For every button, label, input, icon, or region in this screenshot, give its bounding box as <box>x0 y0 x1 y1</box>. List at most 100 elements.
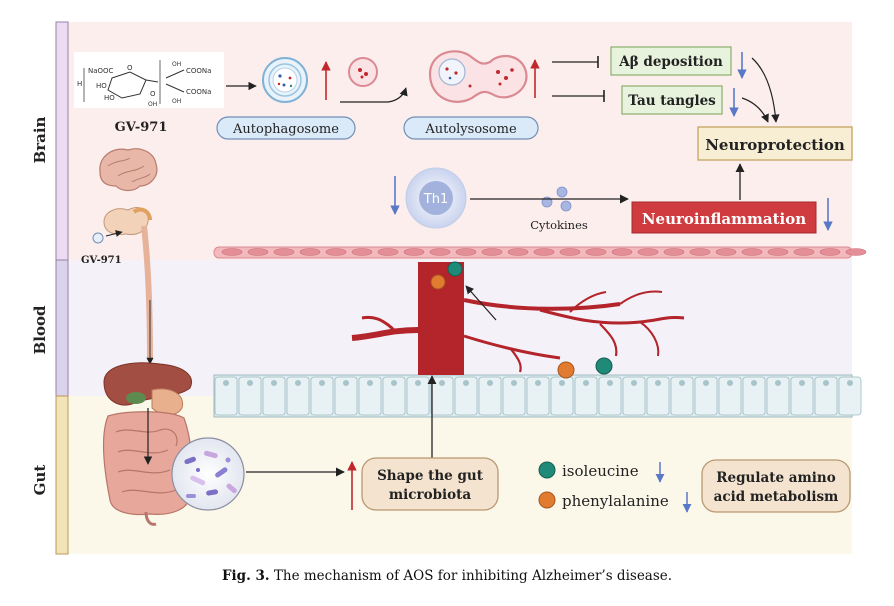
phenylalanine-label: phenylalanine <box>562 492 669 510</box>
isoleucine-dot-blood <box>595 357 613 375</box>
brain-bar <box>55 21 69 261</box>
autolysosome-label: Autolysosome <box>424 122 517 137</box>
isoleucine-dot-vessel <box>447 261 463 277</box>
arrow-pill-to-mouth <box>105 230 123 237</box>
svg-text:HO: HO <box>96 82 107 90</box>
bbb-cell <box>455 248 477 256</box>
bbb-cell <box>559 248 581 256</box>
isoleucine-label: isoleucine <box>562 462 639 480</box>
epithelial-cell <box>310 376 334 416</box>
bbb-cell <box>403 248 425 256</box>
bbb-cell <box>325 248 347 256</box>
epithelial-cell <box>670 376 694 416</box>
epithelial-nucleus <box>295 380 301 386</box>
gv971-structure: H NaOOC O HO HO O OH OH OH COONa COONa <box>74 52 224 108</box>
mouth-illustration <box>103 207 152 235</box>
tau-box <box>621 85 723 115</box>
bbb-cell <box>247 248 269 256</box>
bbb-cell <box>689 248 711 256</box>
epithelial-cell <box>574 376 598 416</box>
epithelial-nucleus <box>655 380 661 386</box>
gut-region-label: Gut <box>31 465 49 496</box>
svg-text:O: O <box>150 90 156 98</box>
epithelial-cell <box>838 376 862 416</box>
epithelial-cell <box>646 376 670 416</box>
epithelial-nucleus <box>559 380 565 386</box>
th1-nucleus <box>419 181 453 215</box>
svg-text:OH: OH <box>148 101 157 108</box>
epithelial-cell <box>790 376 814 416</box>
svg-text:COONa: COONa <box>186 67 211 75</box>
bbb-cell <box>299 248 321 256</box>
epithelial-cell <box>598 376 622 416</box>
epithelial-nucleus <box>391 380 397 386</box>
lysosome-icon <box>348 57 378 87</box>
phenylalanine-dot-blood <box>557 361 575 379</box>
epithelial-cell <box>262 376 286 416</box>
epithelial-nucleus <box>343 380 349 386</box>
brain-region-label: Brain <box>31 116 49 163</box>
svg-text:O: O <box>127 64 133 72</box>
autophagosome-pill <box>216 116 356 140</box>
brain-illustration <box>99 148 158 192</box>
gut-bar <box>55 395 69 555</box>
bbb-cell <box>637 248 659 256</box>
cytokines-label: Cytokines <box>530 218 588 232</box>
digestive-organs-illustration <box>102 362 193 526</box>
epithelial-nucleus <box>679 380 685 386</box>
shape-gut-label-line2: microbiota <box>389 487 472 503</box>
bbb-cell <box>351 248 373 256</box>
bbb-cell <box>273 248 295 256</box>
epithelial-cell <box>622 376 646 416</box>
inhibit-tau <box>552 90 605 102</box>
bbb-cell <box>767 248 789 256</box>
regulate-label-line1: Regulate amino <box>716 470 835 486</box>
epithelial-nucleus <box>799 380 805 386</box>
epithelial-cell <box>238 376 262 416</box>
bbb-cell <box>221 248 243 256</box>
bbb-cell <box>481 248 503 256</box>
caption-prefix: Fig. 3. <box>221 568 270 584</box>
blood-bar <box>55 259 69 397</box>
epithelial-cell <box>742 376 766 416</box>
epithelial-nucleus <box>727 380 733 386</box>
arrow-fusion <box>340 87 408 103</box>
bbb-cell <box>611 248 633 256</box>
epithelial-nucleus <box>607 380 613 386</box>
neuroprotection-label: Neuroprotection <box>705 136 845 154</box>
svg-text:HO: HO <box>104 94 115 102</box>
arrow-vessel-to-bbb <box>465 285 497 321</box>
epithelial-cell <box>718 376 742 416</box>
caption-text: The mechanism of AOS for inhibiting Alzh… <box>273 568 673 584</box>
epithelial-cell <box>286 376 310 416</box>
arrow-tau-to-neuroprotection <box>741 97 769 123</box>
shape-gut-box <box>361 457 499 511</box>
bbb-cell <box>429 248 451 256</box>
svg-text:H: H <box>77 80 82 88</box>
inhibit-abeta <box>552 56 599 68</box>
microbiota-illustration <box>171 437 245 511</box>
gv971-small-label: GV-971 <box>81 255 122 266</box>
neuroprotection-box <box>697 126 853 161</box>
bbb-cell <box>819 248 841 256</box>
epithelial-nucleus <box>271 380 277 386</box>
autophagosome-icon <box>262 57 308 103</box>
epithelial-cell <box>766 376 790 416</box>
arrow-abeta-to-neuroprotection <box>751 57 780 123</box>
bbb-cell <box>533 248 555 256</box>
bbb-cell <box>845 248 867 256</box>
svg-text:COONa: COONa <box>186 88 211 96</box>
epithelial-nucleus <box>511 380 517 386</box>
epithelial-nucleus <box>247 380 253 386</box>
bbb-cell <box>507 248 529 256</box>
neuroinflammation-box <box>631 201 817 234</box>
bbb-cell <box>585 248 607 256</box>
epithelial-cell <box>814 376 838 416</box>
autolysosome-pill <box>403 116 539 140</box>
epithelial-cell <box>430 376 454 416</box>
epithelial-cell <box>478 376 502 416</box>
svg-text:OH: OH <box>172 98 181 105</box>
th1-label: Th1 <box>423 192 448 207</box>
isoleucine-legend-dot <box>538 461 556 479</box>
epithelial-nucleus <box>583 380 589 386</box>
